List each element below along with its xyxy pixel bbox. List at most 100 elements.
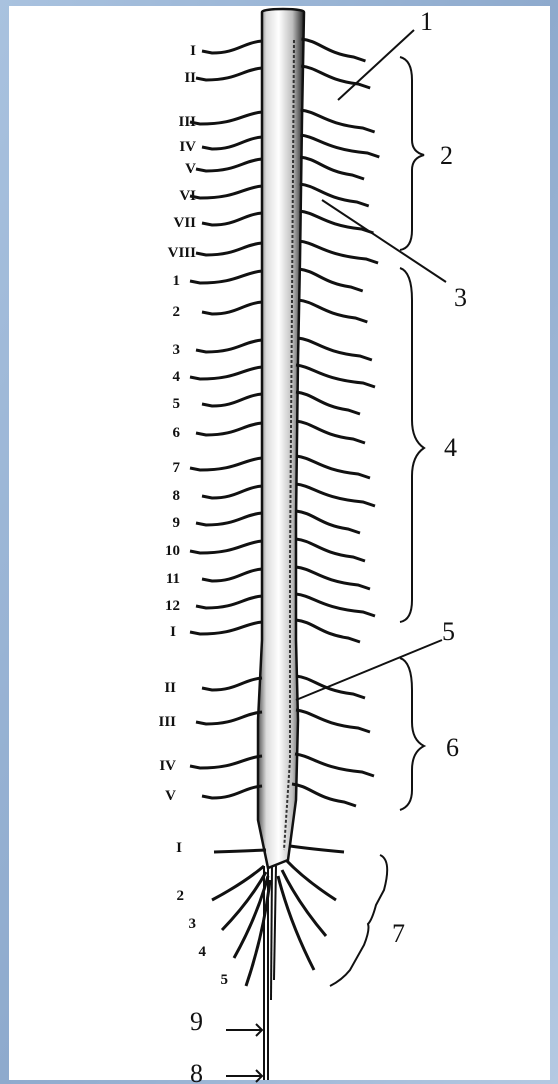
nerve-root-left — [190, 458, 262, 470]
nerve-root-right — [299, 269, 363, 291]
segment-label-sacral: 4 — [199, 944, 207, 960]
brace-cervical — [400, 57, 424, 250]
segment-label-cervical: VII — [173, 215, 196, 231]
nerve-root-right — [300, 135, 379, 157]
nerve-root-left — [190, 112, 262, 124]
callout-1: 1 — [420, 7, 433, 36]
nerve-root-right — [295, 754, 374, 776]
nerve-root-left — [190, 541, 262, 553]
segment-label-sacral: I — [176, 840, 182, 856]
nerve-root-left — [202, 137, 262, 149]
spinal-cord — [258, 9, 304, 868]
callout-9: 9 — [190, 1007, 203, 1036]
callout-6: 6 — [446, 733, 459, 762]
segment-label-thoracic: 12 — [165, 598, 180, 614]
nerve-root-right — [299, 211, 373, 233]
nerve-root-left — [196, 159, 262, 171]
nerve-root-left — [190, 756, 262, 768]
callout-5: 5 — [442, 617, 455, 646]
nerve-root-right — [300, 184, 369, 206]
nerve-root-left — [190, 186, 262, 198]
nerve-root-left — [202, 486, 262, 498]
nerve-root-left — [190, 367, 262, 379]
leader-5 — [296, 640, 442, 700]
callout-3: 3 — [454, 283, 467, 312]
sacral-nerve-left — [212, 866, 264, 900]
segment-label-cervical: V — [185, 161, 196, 177]
segment-label-cervical: IV — [179, 139, 196, 155]
segment-label-sacral: 2 — [177, 888, 185, 904]
segment-label-thoracic: 9 — [173, 515, 181, 531]
callout-4: 4 — [444, 433, 457, 462]
nerve-root-left — [196, 68, 262, 80]
nerve-root-right — [296, 710, 370, 732]
nerve-root-right — [300, 157, 364, 179]
segment-label-thoracic: 10 — [165, 543, 180, 559]
nerve-root-left — [190, 622, 262, 634]
nerve-root-left — [202, 41, 262, 53]
nerve-root-right — [296, 456, 370, 478]
nerve-root-left — [196, 513, 262, 525]
nerve-root-left — [196, 340, 262, 352]
segment-label-thoracic: 11 — [166, 571, 180, 587]
segment-labels: IIIIIIIVVVIVIIVIII123456789101112IIIIIII… — [158, 43, 228, 988]
nerve-root-right — [296, 594, 375, 616]
segment-label-cervical: II — [184, 70, 196, 86]
segment-label-cervical: III — [178, 114, 196, 130]
nerve-root-right — [296, 392, 360, 414]
sacral-nerve-left — [214, 850, 266, 852]
callout-8: 8 — [190, 1059, 203, 1084]
segment-label-cervical: VI — [179, 188, 196, 204]
nerve-root-right — [299, 241, 378, 263]
segment-label-thoracic: 1 — [173, 273, 181, 289]
segment-label-sacral: 5 — [221, 972, 229, 988]
segment-label-thoracic: 5 — [173, 396, 181, 412]
segment-label-thoracic: 4 — [173, 369, 181, 385]
segment-label-thoracic: 7 — [173, 460, 181, 476]
nerve-root-right — [296, 421, 365, 443]
nerve-root-right — [296, 511, 360, 533]
nerve-root-left — [196, 423, 262, 435]
segment-label-lumbar: V — [165, 788, 176, 804]
nerve-root-right — [292, 784, 356, 806]
nerve-root-left — [202, 786, 262, 798]
segment-label-thoracic: 3 — [173, 342, 181, 358]
nerve-root-left — [190, 271, 262, 283]
nerve-root-left — [196, 596, 262, 608]
segment-label-lumbar: IV — [159, 758, 176, 774]
leader-1 — [338, 30, 414, 100]
segment-label-thoracic: 2 — [173, 304, 181, 320]
sacral-nerve-right — [278, 876, 314, 970]
segment-label-cervical: VIII — [168, 245, 197, 261]
segment-label-lumbar: III — [158, 714, 176, 730]
segment-label-cervical: I — [190, 43, 196, 59]
nerve-root-right — [296, 620, 360, 642]
brace-lumbar — [400, 658, 424, 810]
nerve-root-left — [202, 213, 262, 225]
nerve-root-left — [202, 394, 262, 406]
sacral-nerve-right — [290, 846, 344, 852]
segment-label-lumbar: I — [170, 624, 176, 640]
nerve-root-right — [296, 484, 375, 506]
nerve-root-right — [296, 365, 375, 387]
brace-thoracic — [400, 268, 424, 622]
sacral-nerve-right — [282, 870, 326, 936]
nerve-root-left — [202, 569, 262, 581]
nerve-root-left — [196, 243, 262, 255]
brace-sacral — [330, 855, 387, 986]
nerve-root-left — [202, 678, 262, 690]
nerve-root-left — [202, 302, 262, 314]
nerve-root-right — [301, 66, 370, 88]
callout-2: 2 — [440, 141, 453, 170]
region-braces — [330, 57, 424, 986]
segment-label-sacral: 3 — [189, 916, 197, 932]
nerve-root-left — [196, 712, 262, 724]
nerve-root-right — [296, 539, 365, 561]
cauda-equina — [264, 866, 276, 1080]
nerve-root-right — [298, 338, 372, 360]
leader-3 — [322, 200, 446, 282]
nerve-root-right — [298, 300, 367, 322]
nerve-root-right — [301, 110, 375, 132]
segment-label-thoracic: 6 — [173, 425, 181, 441]
